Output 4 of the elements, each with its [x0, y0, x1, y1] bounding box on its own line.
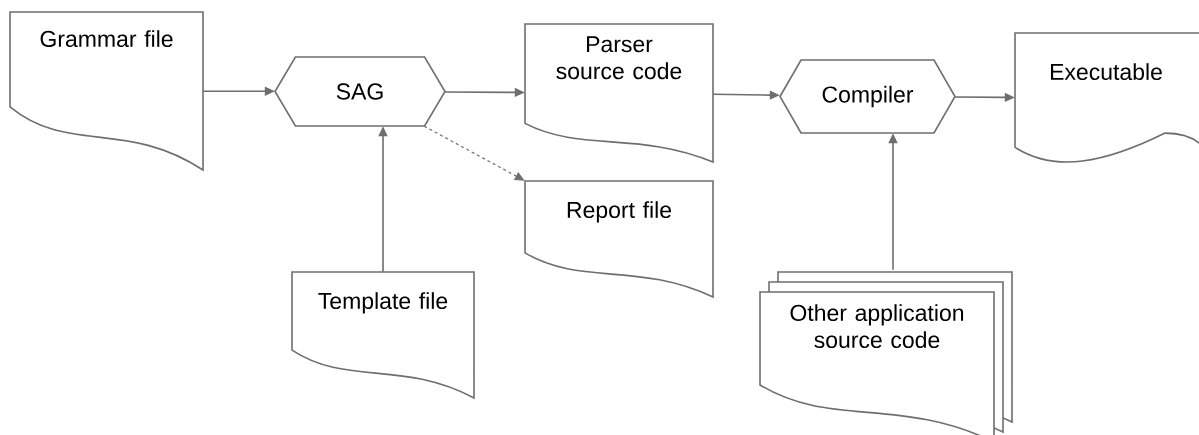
process-hexagon: Compiler: [779, 59, 956, 134]
process-hexagon: SAG: [274, 56, 446, 127]
stacked-documents: Other application source code: [759, 271, 1013, 435]
arrow: [423, 125, 525, 181]
